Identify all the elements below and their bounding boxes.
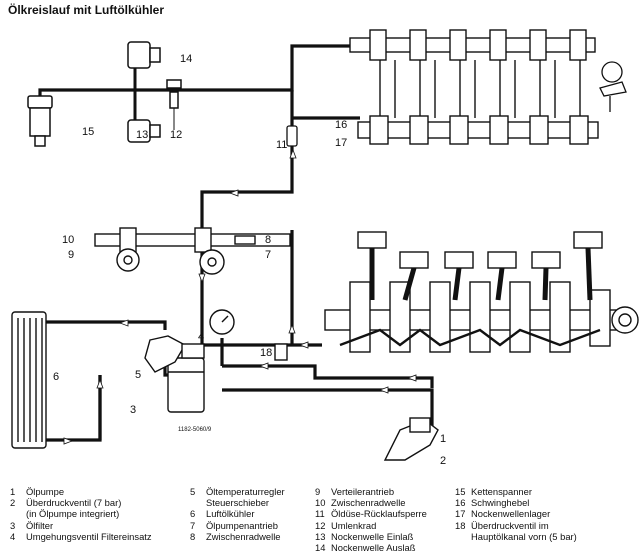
oil-pump-1 — [383, 417, 439, 461]
pressure-gauge — [209, 309, 235, 335]
callout-3: 3 — [130, 404, 136, 416]
air-oil-cooler-6 — [11, 311, 47, 449]
flow-arrows — [63, 148, 417, 445]
callout-2: 2 — [440, 455, 446, 467]
diagram-title: Ölkreislauf mit Luftölkühler — [8, 3, 165, 17]
intermediate-shaft-assembly — [94, 227, 291, 275]
camshaft-intake-13 — [127, 119, 161, 143]
camshaft-exhaust-14 — [127, 41, 161, 120]
legend-item: Hauptölkanal vorn (5 bar) — [471, 530, 577, 542]
callout-18: 18 — [260, 347, 272, 359]
callout-5: 5 — [135, 369, 141, 381]
callout-6: 6 — [53, 371, 59, 383]
callout-4: 4 — [198, 331, 204, 343]
callout-15: 15 — [82, 126, 94, 138]
callout-13: 13 — [136, 129, 148, 141]
callout-12: 12 — [170, 129, 182, 141]
callout-14: 14 — [180, 53, 192, 65]
legend-item: (in Ölpumpe integriert) — [26, 508, 120, 520]
relief-valve-18 — [274, 343, 288, 361]
lower-camshaft — [357, 115, 599, 145]
callout-7: 7 — [265, 249, 271, 261]
rocker-detail-icon — [599, 61, 627, 112]
oil-circuit-diagram: 1 2 3 4 5 6 7 8 9 10 11 12 13 14 15 16 1… — [11, 29, 639, 467]
oil-filter-3 — [144, 335, 205, 413]
callout-11: 11 — [276, 139, 287, 151]
pistons — [357, 231, 603, 301]
drawing-reference: 1182-5060/9 — [178, 427, 212, 433]
callout-9: 9 — [68, 249, 74, 261]
upper-camshaft — [349, 29, 596, 118]
callout-10: 10 — [62, 234, 74, 246]
oil-nozzle-11 — [286, 125, 298, 147]
chain-tensioner-15 — [27, 95, 53, 147]
callout-8: 8 — [265, 234, 271, 246]
callout-17: 17 — [335, 137, 347, 149]
callout-labels: 1 2 3 4 5 6 7 8 9 10 11 12 13 14 15 16 1… — [53, 53, 446, 467]
callout-16: 16 — [335, 119, 347, 131]
crank-oil-channels — [339, 328, 601, 347]
callout-1: 1 — [440, 433, 446, 445]
deflection-wheel-12 — [166, 79, 182, 130]
legend-item: Steuerschieber — [206, 497, 270, 509]
